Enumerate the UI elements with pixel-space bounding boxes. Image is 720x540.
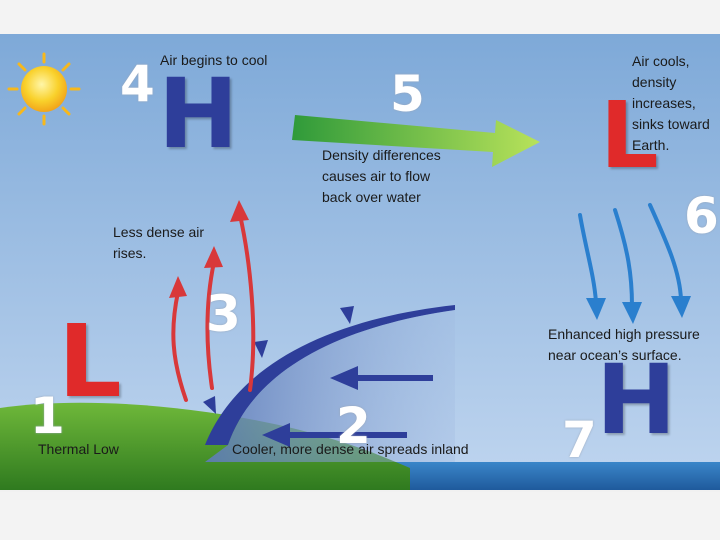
caption-cooler-air-inland: Cooler, more dense air spreads inland: [232, 441, 469, 457]
step-number-2: 2: [336, 397, 371, 455]
rising-air-arrows: [171, 213, 256, 402]
sinking-air-arrows: [578, 203, 683, 308]
caption-air-cools-sinks: Air cools, density increases, sinks towa…: [632, 53, 710, 153]
inland-flow-arrows: [262, 366, 433, 447]
cool-air-mass: [205, 310, 455, 462]
front-triangle: [340, 306, 354, 324]
step-number-5: 5: [390, 65, 425, 123]
caption-enhanced-high-pressure: Enhanced high pressure near ocean’s surf…: [548, 326, 700, 363]
sun-icon: [7, 52, 81, 126]
step-number-1: 1: [30, 387, 65, 445]
step-number-6: 6: [684, 187, 719, 245]
high-pressure-label-land: H: [158, 58, 239, 170]
low-pressure-label-land: L: [58, 303, 122, 420]
return-flow-arrow: [292, 115, 540, 167]
rising-arrow-heads: [169, 200, 249, 298]
caption-air-begins-to-cool: Air begins to cool: [160, 52, 268, 68]
bottom-band: [0, 492, 720, 540]
high-pressure-label-sea: H: [596, 344, 677, 456]
caption-density-differences: Density differences causes air to flow b…: [322, 147, 441, 205]
top-band: [0, 0, 720, 34]
step-number-7: 7: [562, 411, 597, 469]
front-line: [205, 305, 455, 445]
step-number-3: 3: [206, 285, 241, 343]
land-hill: [0, 402, 410, 490]
sinking-arrow-heads: [586, 296, 691, 324]
step-number-4: 4: [120, 55, 155, 113]
caption-less-dense-air: Less dense air rises.: [113, 224, 205, 261]
low-pressure-label-sea: L: [600, 82, 659, 189]
front-triangle: [254, 340, 268, 358]
caption-thermal-low: Thermal Low: [38, 441, 119, 457]
front-triangle: [203, 396, 216, 414]
